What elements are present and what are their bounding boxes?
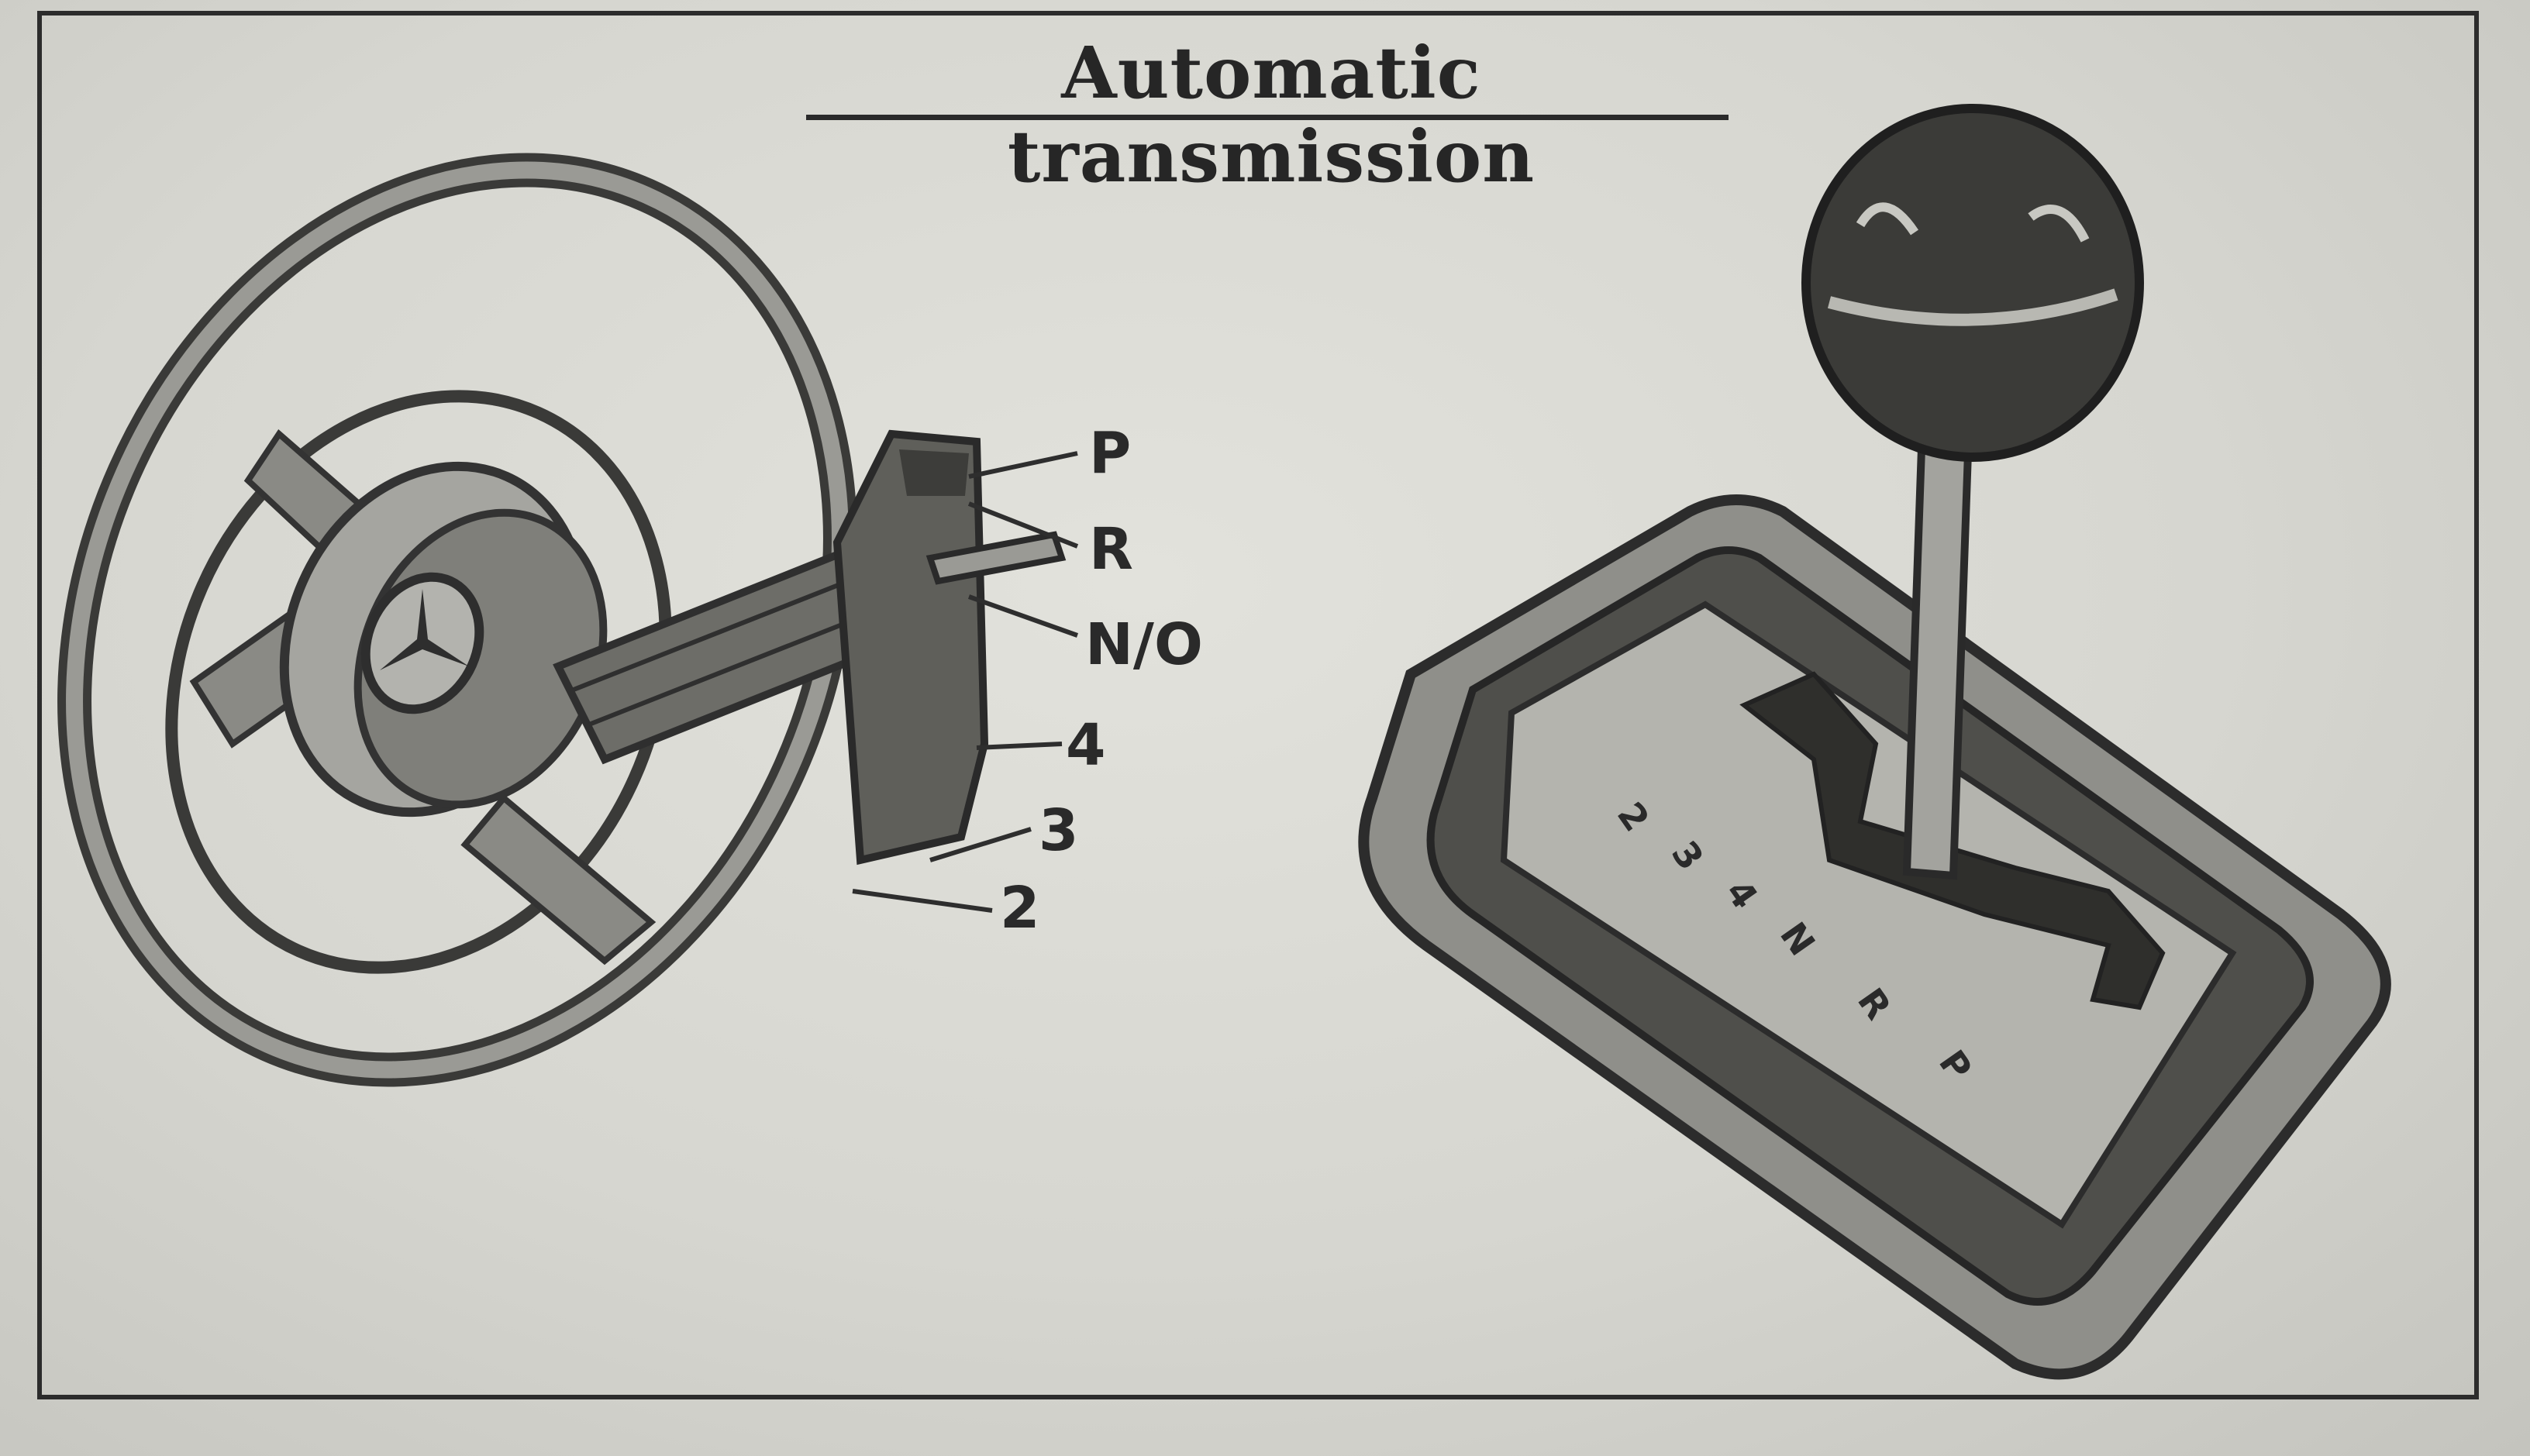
selector-label-2: 2 [1000, 875, 1040, 941]
wheel-spoke-bottom [460, 793, 657, 966]
shifter-lever-shaft [1902, 422, 1973, 880]
selector-label-r: R [1089, 516, 1133, 583]
wheel-inner-ring [165, 390, 672, 974]
gate-slot [1739, 671, 2166, 1010]
selector-quadrant [832, 429, 989, 866]
selector-label-p: P [1089, 420, 1132, 487]
diagram-title: Automatic transmission [1007, 31, 1536, 198]
title-underline [806, 115, 1729, 120]
emblem-star-shape [380, 589, 469, 670]
quadrant-top-cap [899, 449, 969, 496]
gate-plate [1500, 601, 2237, 1229]
knob-highlight-right [2028, 205, 2090, 243]
shifter-knob-icon [1801, 104, 2144, 462]
knob-highlight-left [1856, 202, 1918, 236]
selector-label-no: N/O [1085, 611, 1203, 678]
selector-label-4: 4 [1066, 712, 1106, 779]
diagram-frame [37, 11, 2479, 1399]
floor-shifter-illustration [1358, 104, 2391, 1380]
column-selector-lever [925, 531, 1067, 585]
knob-highlight-band [1827, 288, 2118, 326]
selector-label-3: 3 [1039, 797, 1079, 864]
steering-wheel-illustration [57, 153, 1079, 1087]
wheel-rim-highlight [66, 161, 849, 1079]
leader-lines [852, 451, 1079, 913]
